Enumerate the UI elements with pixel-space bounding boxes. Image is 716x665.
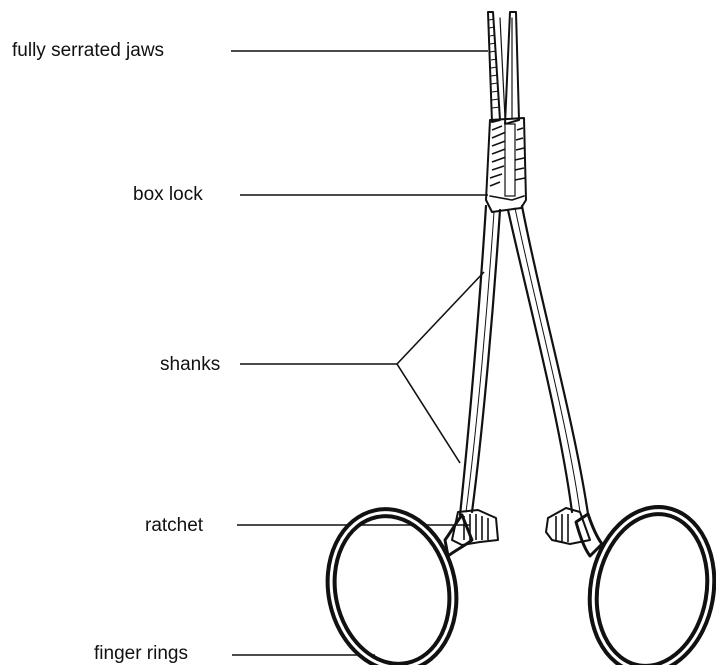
right-shank [508, 206, 588, 514]
label-box-lock: box lock [133, 184, 203, 205]
label-ratchet: ratchet [145, 515, 204, 536]
label-fully-serrated-jaws: fully serrated jaws [12, 40, 164, 61]
label-shanks: shanks [160, 354, 220, 375]
box-lock [486, 118, 526, 212]
jaws [488, 12, 519, 124]
right-finger-ring [576, 501, 716, 665]
left-shank [460, 206, 500, 515]
leader-line-shanks [240, 272, 484, 463]
needle-holder-illustration [317, 12, 716, 665]
label-finger-rings: finger rings [94, 643, 188, 664]
